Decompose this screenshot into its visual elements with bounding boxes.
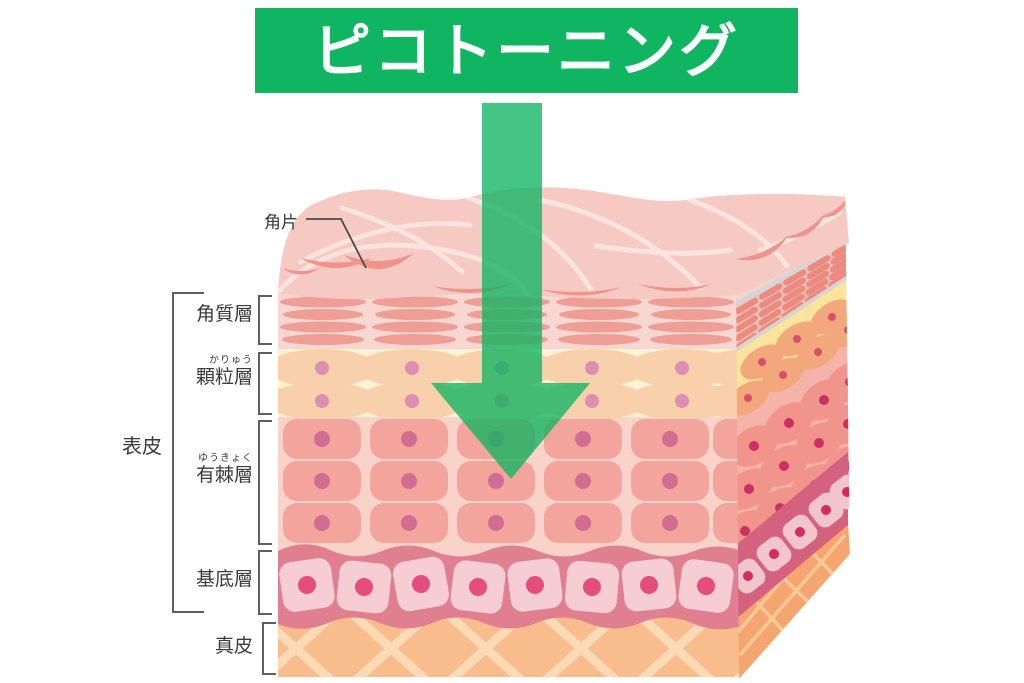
surface-flakes [282,195,849,296]
side-spinous-cells [736,361,850,552]
label-granular: かりゅう 顆粒層 [195,355,253,388]
label-epidermis-group: 表皮 [122,434,162,458]
bracket-basal [258,550,272,615]
bracket-stratum-corneum [258,295,272,345]
layer-brackets [172,292,276,675]
bracket-granular [258,352,272,415]
label-kakuhen: 角片 [264,213,298,233]
skin-side-face [736,195,850,679]
dermis-crosshatch [278,600,741,677]
skin-front-face [278,290,741,677]
label-dermis: 真皮 [214,635,253,657]
kakuhen-pointer-line [306,218,367,269]
side-basal-cells [736,474,850,594]
arrow-down-icon [431,103,590,479]
label-stratum-corneum: 角質層 [195,303,253,325]
bracket-spinous [258,420,272,545]
label-spinous: ゆうきょく 有棘層 [195,453,253,486]
title-banner: ピコトーニング [255,8,798,93]
flake-kakuhen-target [344,253,414,270]
bracket-epidermis-group [172,292,204,613]
bracket-dermis [262,622,276,675]
page-title: ピコトーニング [312,16,740,85]
label-basal: 基底層 [195,568,253,590]
